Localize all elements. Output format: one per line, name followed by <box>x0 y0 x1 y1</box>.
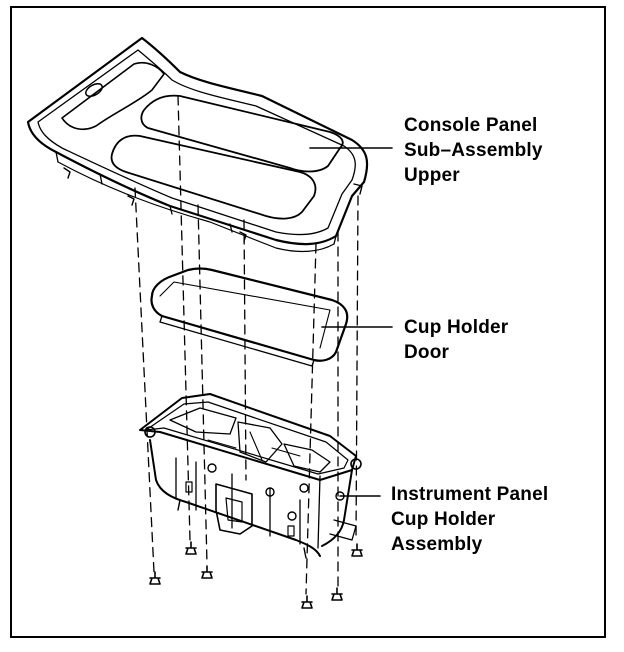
cup-holder-assembly-part <box>139 393 362 559</box>
leader-lines <box>309 147 393 497</box>
cup-holder-assembly-label: Instrument Panel Cup Holder Assembly <box>391 484 549 555</box>
alignment-lines <box>134 95 359 595</box>
screws <box>149 541 363 609</box>
console-panel-label: Console Panel Sub–Assembly Upper <box>404 115 543 186</box>
cup-holder-door-part <box>150 267 349 367</box>
cup-holder-door-label: Cup Holder Door <box>404 317 509 363</box>
figure-border <box>10 6 606 638</box>
console-panel-part <box>26 36 369 253</box>
